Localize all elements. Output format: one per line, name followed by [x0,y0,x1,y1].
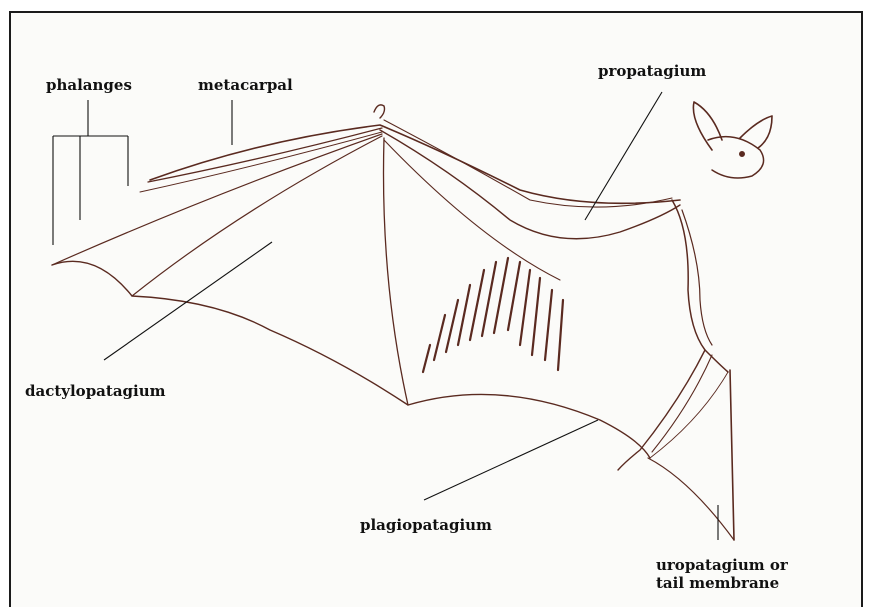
bat-leg [618,350,705,470]
leader-propatagium [585,92,662,220]
finger-bone-4 [384,138,409,405]
label-propatagium: propatagium [598,62,706,80]
leader-dactylopatagium [104,242,272,360]
label-uropatagium-line2: tail membrane [656,574,788,592]
thumb-claw [374,105,385,118]
label-phalanges: phalanges [46,76,132,94]
label-uropatagium-line1: uropatagium or [656,556,788,574]
membrane-veins [423,258,563,372]
wing-trailing-edge [52,261,650,458]
finger-bone-3 [132,136,382,296]
leader-lines [53,92,718,540]
label-metacarpal: metacarpal [198,76,293,94]
bat-head [708,137,764,178]
label-dactylopatagium: dactylopatagium [25,382,166,400]
tail-membrane-edge [648,458,734,540]
finger-bone-2 [52,134,382,265]
label-plagiopatagium: plagiopatagium [360,516,492,534]
bat-ear-left [693,102,722,150]
leader-phalanges [53,100,128,245]
leader-plagiopatagium [424,420,598,500]
bat-eye [740,152,745,157]
bat-ear-right [740,116,772,148]
forearm-bone [384,140,560,280]
label-uropatagium: uropatagium or tail membrane [656,556,788,592]
bat-tail [730,370,734,540]
